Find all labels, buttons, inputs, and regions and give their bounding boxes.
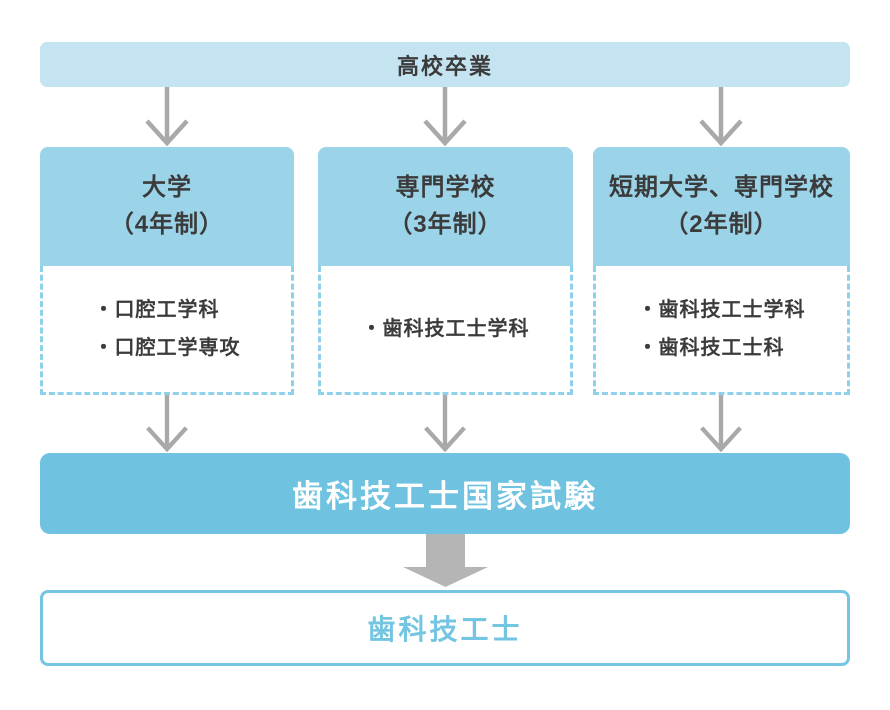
column-title: 短期大学、専門学校	[609, 174, 834, 202]
department-item: ・口腔工学専攻	[93, 337, 241, 359]
department-list: ・口腔工学科 ・口腔工学専攻	[94, 291, 241, 367]
start-node-high-school-graduation: 高校卒業	[40, 42, 850, 87]
big-down-arrow-icon	[403, 534, 488, 587]
national-exam-label: 歯科技工士国家試験	[292, 479, 598, 514]
department-list: ・歯科技工士学科 ・歯科技工士科	[638, 291, 806, 367]
column-vocational-school-departments: ・歯科技工士学科	[318, 266, 573, 395]
column-title: 大学	[142, 174, 192, 202]
column-university-departments: ・口腔工学科 ・口腔工学専攻	[40, 266, 294, 395]
down-arrow-icon	[700, 395, 742, 452]
column-vocational-school: 専門学校 （3年制） ・歯科技工士学科	[318, 147, 573, 395]
down-arrow-icon	[423, 87, 467, 146]
start-node-label: 高校卒業	[396, 53, 493, 79]
result-node-label: 歯科技工士	[367, 614, 523, 645]
column-subtitle: （2年制）	[664, 210, 779, 238]
column-vocational-school-header: 専門学校 （3年制）	[318, 147, 573, 266]
down-arrow-icon	[146, 395, 188, 452]
column-university: 大学 （4年制） ・口腔工学科 ・口腔工学専攻	[40, 147, 294, 395]
column-junior-college-header: 短期大学、専門学校 （2年制）	[593, 147, 850, 266]
department-item: ・歯科技工士学科	[637, 299, 806, 321]
down-arrow-icon	[424, 395, 466, 452]
column-title: 専門学校	[395, 174, 496, 202]
column-junior-college: 短期大学、専門学校 （2年制） ・歯科技工士学科 ・歯科技工士科	[593, 147, 850, 395]
column-university-header: 大学 （4年制）	[40, 147, 294, 266]
column-subtitle: （4年制）	[109, 210, 225, 238]
column-junior-college-departments: ・歯科技工士学科 ・歯科技工士科	[593, 266, 850, 395]
result-node-dental-technician: 歯科技工士	[40, 590, 850, 666]
column-subtitle: （3年制）	[388, 210, 503, 238]
department-item: ・口腔工学科	[93, 299, 220, 321]
down-arrow-icon	[145, 87, 189, 146]
department-list: ・歯科技工士学科	[362, 310, 530, 348]
department-item: ・歯科技工士学科	[361, 318, 530, 340]
down-arrow-icon	[699, 87, 743, 146]
national-exam-node: 歯科技工士国家試験	[40, 453, 850, 534]
department-item: ・歯科技工士科	[637, 337, 785, 359]
